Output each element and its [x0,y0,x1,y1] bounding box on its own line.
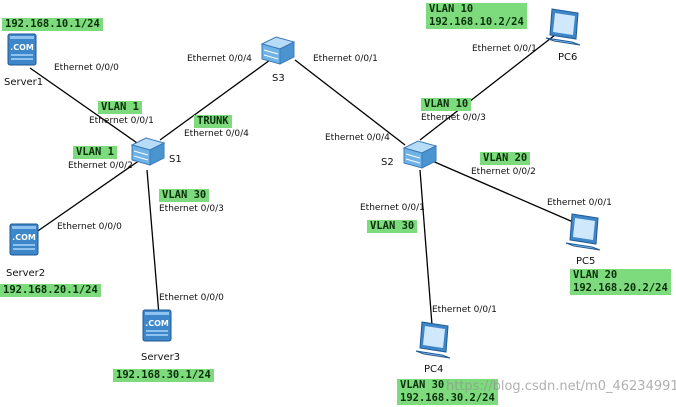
port-s2-e004: Ethernet 0/0/4 [325,133,390,143]
pc5-icon[interactable] [560,210,604,254]
switch-s2-label: S2 [381,157,394,168]
link-s2-pc5 [429,159,581,226]
link-s2-pc4 [419,169,433,326]
switch-s1-icon[interactable] [128,135,168,169]
port-s3-e004: Ethernet 0/0/4 [187,54,252,64]
tag-s1-p2-vlan: VLAN 1 [73,146,117,159]
port-server2-e000: Ethernet 0/0/0 [57,222,122,232]
switch-s2-icon[interactable] [400,138,440,172]
pc4-tag: VLAN 30 192.168.30.2/24 [397,379,498,405]
port-pc5-e001: Ethernet 0/0/1 [547,198,612,208]
pc6-vlan: VLAN 10 [429,3,474,15]
port-s2-e003: Ethernet 0/0/3 [421,113,486,123]
tag-s1-p1-vlan: VLAN 1 [98,101,142,114]
link-server2-s1 [31,159,141,236]
switch-s3-icon[interactable] [258,34,298,68]
pc5-vlan: VLAN 20 [573,269,618,281]
switch-s3-label: S3 [272,73,285,84]
server3-icon[interactable]: .COM [141,309,173,343]
server3-icon-text: .COM [145,319,169,328]
server1-icon-text: .COM [10,43,34,52]
server3-label: Server3 [141,352,181,363]
server1-label: Server1 [4,77,44,88]
link-s3-s2 [294,59,406,146]
server2-icon[interactable]: .COM [8,223,40,257]
port-s2-e001: Ethernet 0/0/1 [360,203,425,213]
server1-icon[interactable]: .COM [6,33,38,67]
watermark: https://blog.csdn.net/m0_46234991 [446,379,676,394]
link-s1-s3 [159,59,271,141]
link-s2-pc6 [419,34,556,141]
pc6-ip: 192.168.10.2/24 [429,16,524,28]
port-s1-e004: Ethernet 0/0/4 [184,129,249,139]
tag-s1-trunk: TRUNK [194,115,232,128]
port-s1-e003: Ethernet 0/0/3 [159,204,224,214]
port-s1-e001: Ethernet 0/0/1 [89,116,154,126]
port-pc4-e001: Ethernet 0/0/1 [432,305,497,315]
port-s2-e002: Ethernet 0/0/2 [471,167,536,177]
pc6-icon[interactable] [540,5,584,49]
pc4-icon[interactable] [410,318,454,362]
server3-ip: 192.168.30.1/24 [113,369,214,382]
pc4-vlan: VLAN 30 [400,379,445,391]
port-s1-e002: Ethernet 0/0/2 [68,161,133,171]
server2-label: Server2 [6,268,46,279]
tag-s2-p3-vlan: VLAN 10 [421,98,472,111]
server2-ip: 192.168.20.1/24 [0,284,101,297]
switch-s1-label: S1 [169,154,182,165]
link-server1-s1 [29,67,141,146]
tag-s2-p2-vlan: VLAN 20 [480,152,531,165]
port-server1-e000: Ethernet 0/0/0 [54,63,119,73]
tag-s2-p1-vlan: VLAN 30 [367,220,418,233]
pc6-label: PC6 [558,52,578,63]
pc4-ip: 192.168.30.2/24 [400,392,495,404]
tag-s1-p3-vlan: VLAN 30 [159,189,210,202]
pc5-tag: VLAN 20 192.168.20.2/24 [570,269,671,295]
pc6-tag: VLAN 10 192.168.10.2/24 [426,3,527,29]
link-server3-s1 [146,169,160,316]
pc5-ip: 192.168.20.2/24 [573,282,668,294]
port-s3-e001: Ethernet 0/0/1 [313,54,378,64]
port-pc6-e001: Ethernet 0/0/1 [472,44,537,54]
pc5-label: PC5 [576,256,596,267]
server1-ip: 192.168.10.1/24 [2,18,103,31]
server2-icon-text: .COM [12,233,36,242]
pc4-label: PC4 [424,364,444,375]
port-server3-e000: Ethernet 0/0/0 [159,293,224,303]
